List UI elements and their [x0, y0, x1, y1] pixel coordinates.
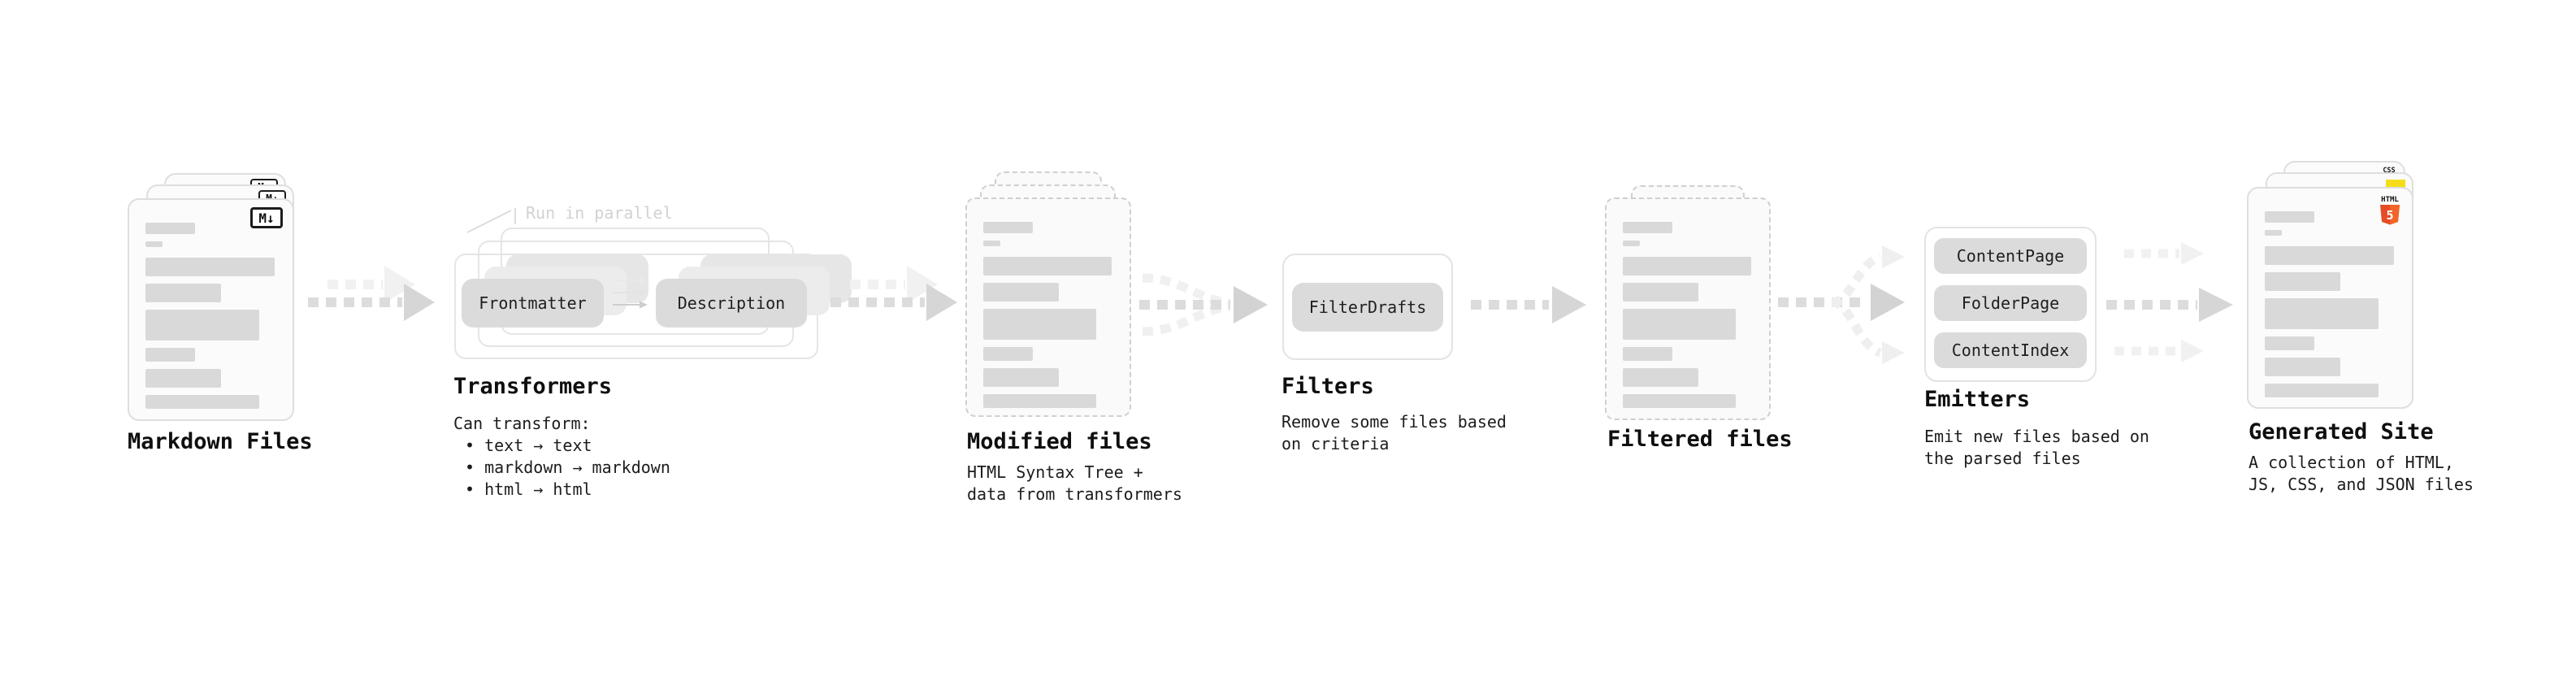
placeholder-text-bar [983, 283, 1059, 301]
svg-text:HTML: HTML [2381, 196, 2399, 204]
placeholder-text-bar [983, 309, 1097, 340]
arrow-filters-to-filtered [1471, 286, 1586, 323]
markdown-files-label: Markdown Files [128, 429, 313, 454]
modified-file-card-front [965, 197, 1131, 417]
modified-files-label: Modified files [967, 429, 1152, 454]
filtered-file-card-front [1605, 197, 1771, 420]
transform-bullet: text → text [465, 435, 670, 457]
placeholder-text-bar [145, 348, 196, 362]
modified-files-stack [965, 171, 1136, 419]
placeholder-text-bar [1623, 257, 1752, 275]
placeholder-text-bar [1623, 347, 1672, 361]
placeholder-text-bar [1623, 394, 1737, 408]
html5-icon: HTML 5 [2380, 196, 2400, 225]
placeholder-text-bar [2265, 211, 2315, 223]
placeholder-text-bar [983, 241, 1000, 246]
emitters-desc: Emit new files based on the parsed files [1924, 427, 2149, 468]
arrow-filtered-to-emitters [1778, 245, 1905, 364]
filters-label: Filters [1281, 374, 1374, 399]
placeholder-text-bar [1623, 368, 1698, 387]
placeholder-text-bar [145, 223, 196, 234]
contentpage-pill: ContentPage [1934, 238, 2087, 274]
document-skeleton [967, 199, 1130, 408]
placeholder-text-bar [145, 369, 222, 388]
filtered-files-stack [1605, 185, 1776, 421]
html-file-card: HTML 5 [2247, 187, 2413, 409]
run-in-parallel-annotation: Run in parallel [526, 203, 673, 223]
placeholder-text-bar [2265, 384, 2379, 397]
placeholder-text-bar [1623, 309, 1737, 340]
filtered-files-label: Filtered files [1607, 427, 1793, 452]
placeholder-text-bar [983, 257, 1112, 275]
generated-site-desc: A collection of HTML, JS, CSS, and JSON … [2249, 453, 2474, 494]
description-pill: Description [656, 279, 807, 327]
transform-bullet: html → html [465, 479, 670, 501]
frontmatter-pill: Frontmatter [462, 279, 604, 327]
markdown-icon: M↓ [250, 207, 283, 228]
placeholder-text-bar [2265, 358, 2341, 376]
svg-text:5: 5 [2386, 208, 2393, 223]
placeholder-text-bar [145, 258, 275, 276]
placeholder-text-bar [2265, 298, 2379, 329]
filterdrafts-pill: FilterDrafts [1292, 282, 1443, 332]
placeholder-text-bar [145, 241, 163, 247]
placeholder-text-bar [2265, 336, 2315, 350]
document-skeleton [1607, 199, 1769, 408]
document-skeleton [2249, 189, 2412, 397]
placeholder-text-bar [983, 347, 1033, 361]
placeholder-text-bar [1623, 241, 1640, 246]
placeholder-text-bar [1623, 222, 1672, 233]
modified-files-desc: HTML Syntax Tree + data from transformer… [967, 462, 1182, 504]
svg-text:CSS: CSS [2383, 167, 2395, 175]
placeholder-text-bar [2265, 272, 2341, 291]
placeholder-text-bar [145, 395, 260, 409]
markdown-files-stack: M↓ M↓ M↓ [128, 173, 323, 421]
placeholder-text-bar [983, 394, 1097, 408]
js-icon [2386, 180, 2405, 189]
arrow-markdown-to-transformers [308, 266, 435, 321]
placeholder-text-bar [1623, 283, 1698, 301]
contentindex-pill: ContentIndex [1934, 332, 2087, 368]
transformers-desc-title: Can transform: [453, 414, 591, 433]
transformers-bullet-list: text → text markdown → markdown html → h… [465, 435, 670, 501]
generated-site-stack: CSS HTML 5 [2247, 161, 2442, 413]
markdown-file-card-front: M↓ [128, 198, 294, 421]
document-skeleton [129, 200, 293, 409]
folderpage-pill: FolderPage [1934, 285, 2087, 321]
placeholder-text-bar [983, 222, 1033, 233]
placeholder-text-bar [2265, 246, 2395, 265]
transform-flow-arrows [613, 276, 648, 309]
filters-panel: FilterDrafts [1282, 254, 1453, 360]
placeholder-text-bar [983, 368, 1059, 387]
arrow-modified-to-filters [1139, 273, 1268, 336]
transform-bullet: markdown → markdown [465, 457, 670, 479]
arrow-transformers-to-modified [830, 266, 957, 321]
arrow-emitters-to-generated [2106, 242, 2233, 362]
emitters-panel: ContentPage FolderPage ContentIndex [1924, 227, 2097, 382]
placeholder-text-bar [2265, 230, 2282, 236]
emitters-label: Emitters [1924, 387, 2031, 412]
placeholder-text-bar [145, 310, 260, 340]
generated-site-label: Generated Site [2249, 419, 2434, 445]
run-in-parallel-connector [466, 208, 516, 233]
filters-desc: Remove some files based on criteria [1281, 412, 1507, 453]
placeholder-text-bar [145, 284, 222, 302]
transformers-label: Transformers [453, 374, 613, 399]
